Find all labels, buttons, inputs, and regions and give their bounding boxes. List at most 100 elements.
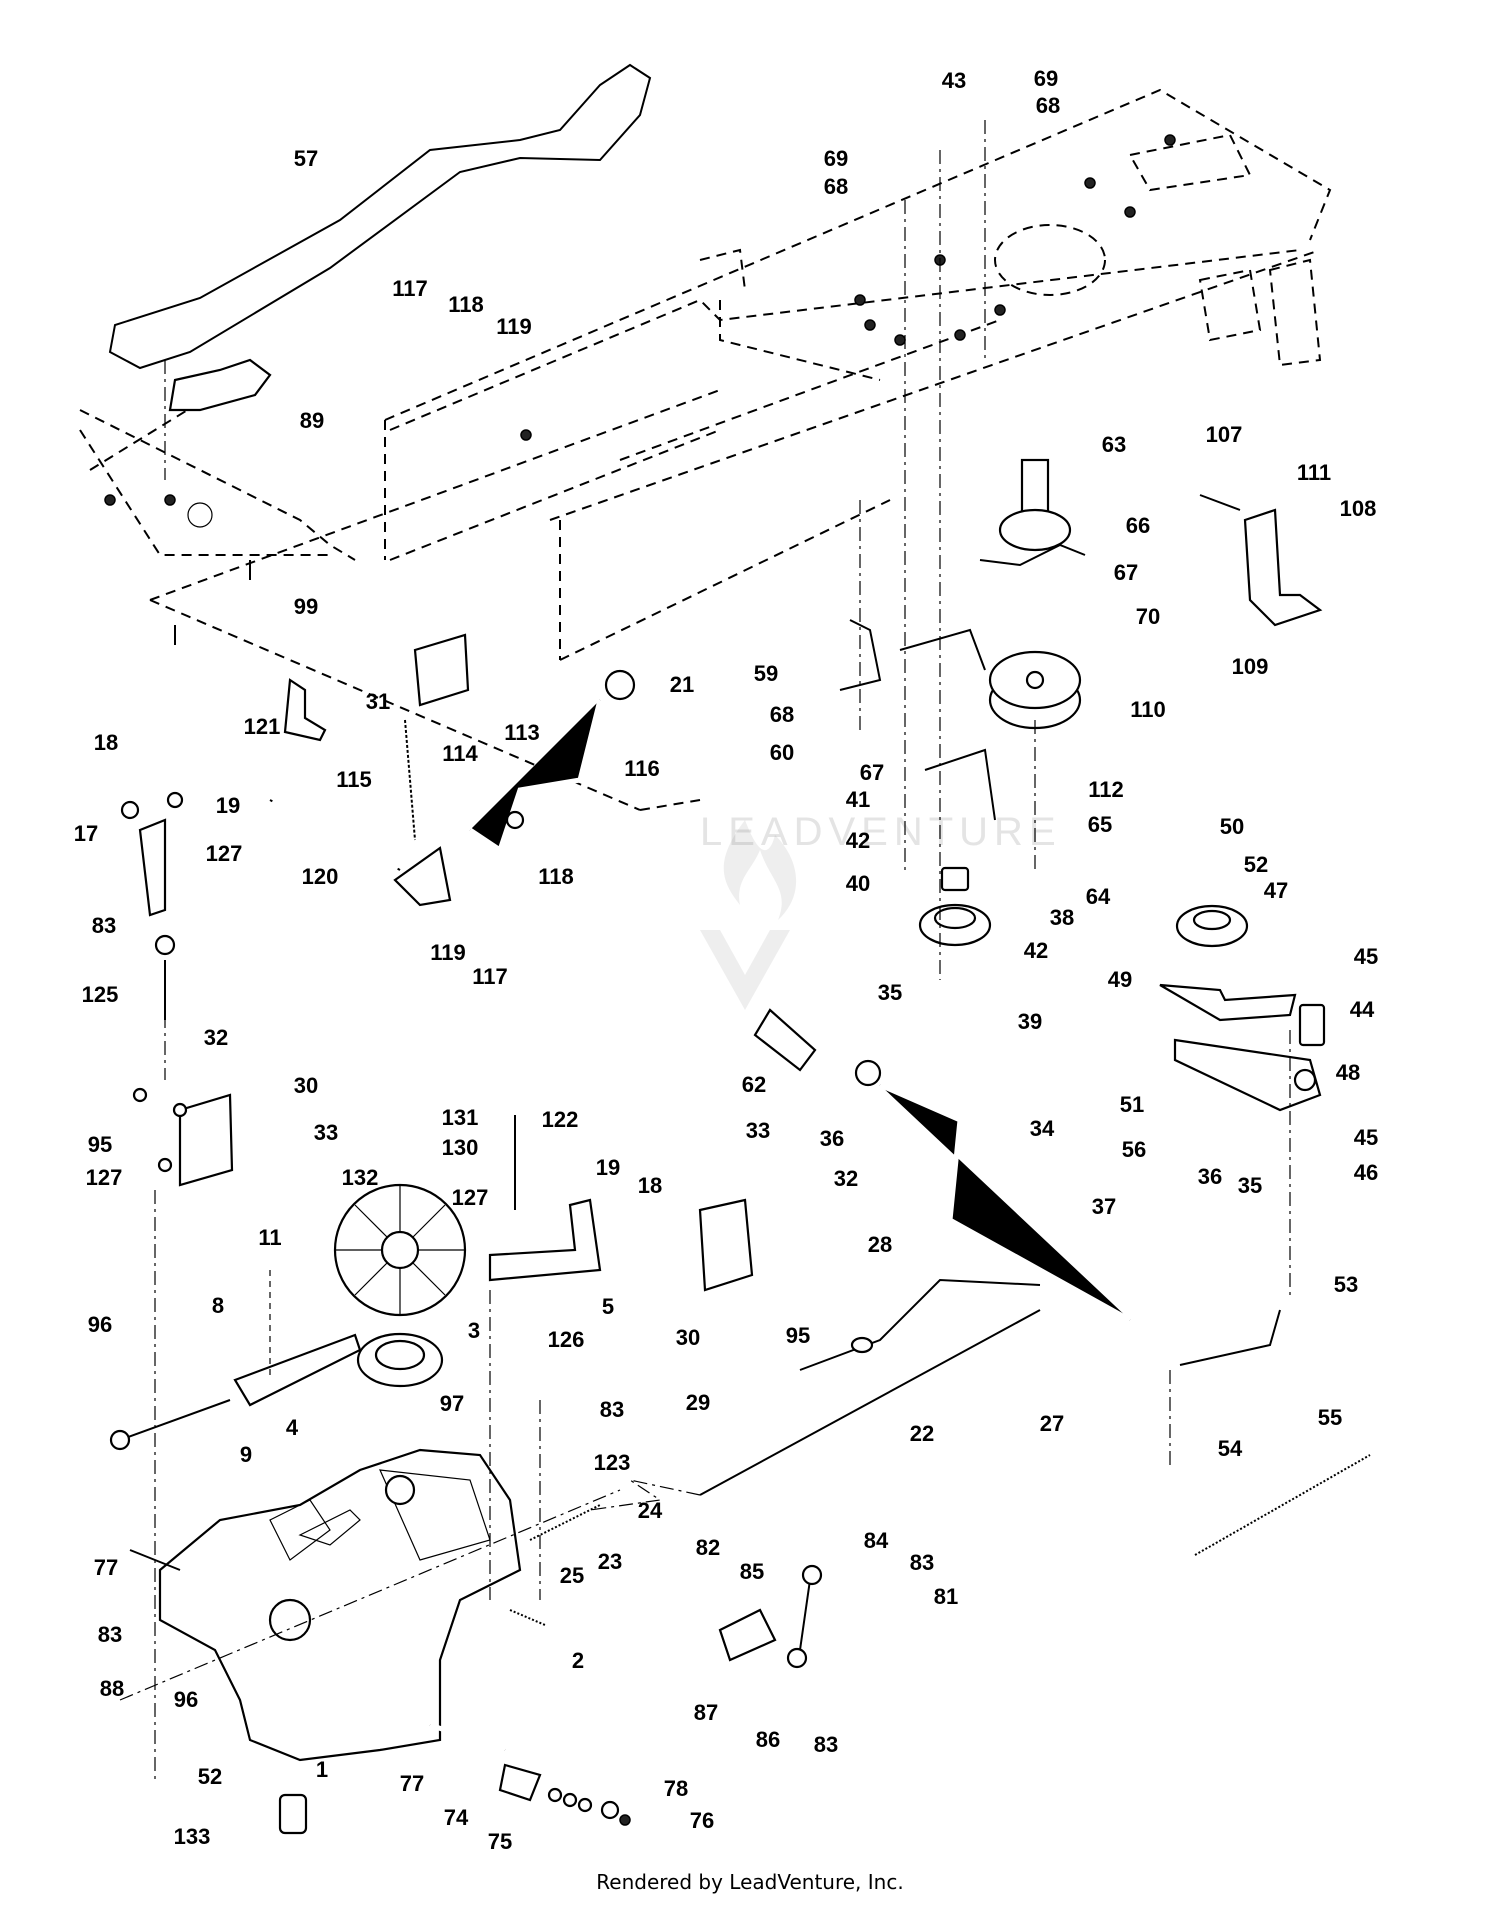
callout-75: 75 bbox=[488, 1829, 512, 1854]
pulley-47 bbox=[1175, 904, 1249, 948]
callout-118: 118 bbox=[448, 292, 484, 317]
callout-57: 57 bbox=[294, 146, 318, 171]
callout-42: 42 bbox=[1024, 938, 1048, 963]
callout-68: 68 bbox=[770, 702, 794, 727]
frame-hardware bbox=[104, 134, 1176, 528]
belt-guide bbox=[168, 358, 272, 412]
callout-132: 132 bbox=[342, 1165, 379, 1190]
callout-70: 70 bbox=[1136, 604, 1160, 629]
callout-64: 64 bbox=[1086, 884, 1111, 909]
callout-19: 19 bbox=[216, 793, 240, 818]
callout-22: 22 bbox=[910, 1421, 934, 1446]
callout-62: 62 bbox=[742, 1072, 766, 1097]
callout-67: 67 bbox=[860, 760, 884, 785]
callout-30: 30 bbox=[676, 1325, 700, 1350]
callout-31: 31 bbox=[366, 689, 390, 714]
callout-37: 37 bbox=[1092, 1194, 1116, 1219]
callout-109: 109 bbox=[1232, 654, 1269, 679]
callout-44: 44 bbox=[1350, 997, 1375, 1022]
callout-42: 42 bbox=[846, 828, 870, 853]
transaxle bbox=[129, 1448, 522, 1762]
pto-clutch bbox=[988, 650, 1082, 730]
callout-99: 99 bbox=[294, 594, 318, 619]
callout-50: 50 bbox=[1220, 814, 1244, 839]
callout-112: 112 bbox=[1088, 777, 1124, 802]
callout-133: 133 bbox=[174, 1824, 211, 1849]
callout-60: 60 bbox=[770, 740, 794, 765]
callout-85: 85 bbox=[740, 1559, 764, 1584]
callout-5: 5 bbox=[602, 1294, 614, 1319]
callout-78: 78 bbox=[664, 1776, 688, 1801]
callout-40: 40 bbox=[846, 871, 870, 896]
callout-68: 68 bbox=[1036, 93, 1060, 118]
callout-55: 55 bbox=[1318, 1405, 1342, 1430]
bracket-109 bbox=[1199, 494, 1323, 627]
callout-88: 88 bbox=[100, 1676, 124, 1701]
callout-36: 36 bbox=[1198, 1164, 1222, 1189]
callout-76: 76 bbox=[690, 1808, 714, 1833]
callout-54: 54 bbox=[1218, 1436, 1243, 1461]
callout-35: 35 bbox=[878, 980, 902, 1005]
callout-4: 4 bbox=[286, 1415, 299, 1440]
callout-95: 95 bbox=[786, 1323, 810, 1348]
callout-46: 46 bbox=[1354, 1160, 1378, 1185]
callout-24: 24 bbox=[638, 1498, 663, 1523]
bracket-49 bbox=[1159, 983, 1297, 1022]
callout-1: 1 bbox=[316, 1757, 328, 1782]
callout-66: 66 bbox=[1126, 513, 1150, 538]
callout-83: 83 bbox=[814, 1732, 838, 1757]
callout-11: 11 bbox=[258, 1225, 281, 1250]
callout-83: 83 bbox=[910, 1550, 934, 1575]
callout-69: 69 bbox=[824, 146, 848, 171]
callout-29: 29 bbox=[686, 1390, 710, 1415]
callout-18: 18 bbox=[94, 730, 118, 755]
callout-28: 28 bbox=[868, 1232, 892, 1257]
callout-18: 18 bbox=[638, 1173, 662, 1198]
callout-97: 97 bbox=[440, 1391, 464, 1416]
callout-86: 86 bbox=[756, 1727, 780, 1752]
cooling-fan bbox=[333, 1183, 467, 1317]
callout-126: 126 bbox=[548, 1327, 585, 1352]
callout-45: 45 bbox=[1354, 1125, 1378, 1150]
rod-53 bbox=[1179, 1309, 1281, 1366]
callout-59: 59 bbox=[754, 661, 778, 686]
callout-82: 82 bbox=[696, 1535, 720, 1560]
callout-107: 107 bbox=[1206, 422, 1243, 447]
bracket-85 bbox=[718, 1564, 823, 1669]
callout-33: 33 bbox=[314, 1120, 338, 1145]
callout-38: 38 bbox=[1050, 905, 1074, 930]
callout-113: 113 bbox=[504, 720, 540, 745]
callout-45: 45 bbox=[1354, 944, 1378, 969]
callout-131: 131 bbox=[442, 1105, 479, 1130]
callout-33: 33 bbox=[746, 1118, 770, 1143]
callout-119: 119 bbox=[430, 940, 466, 965]
pulley-3 bbox=[356, 1332, 444, 1388]
callout-67: 67 bbox=[1114, 560, 1138, 585]
bracket-31 bbox=[413, 633, 470, 707]
callout-81: 81 bbox=[934, 1584, 958, 1609]
bent-rods bbox=[839, 543, 1086, 821]
callout-69: 69 bbox=[1034, 66, 1058, 91]
callout-30: 30 bbox=[294, 1073, 318, 1098]
callout-87: 87 bbox=[694, 1700, 718, 1725]
pulley-38 bbox=[918, 866, 992, 947]
callout-89: 89 bbox=[300, 408, 324, 433]
callout-83: 83 bbox=[92, 913, 116, 938]
callout-95: 95 bbox=[88, 1132, 112, 1157]
callout-52: 52 bbox=[1244, 852, 1268, 877]
callout-110: 110 bbox=[1130, 697, 1166, 722]
callout-25: 25 bbox=[560, 1563, 584, 1588]
watermark-text: LEADVENTURE bbox=[700, 810, 1062, 854]
spacer-133 bbox=[278, 1793, 308, 1835]
callout-51: 51 bbox=[1120, 1092, 1144, 1117]
callout-27: 27 bbox=[1040, 1411, 1064, 1436]
callout-117: 117 bbox=[472, 964, 508, 989]
callout-130: 130 bbox=[442, 1135, 479, 1160]
callout-63: 63 bbox=[1102, 432, 1126, 457]
bracket-121 bbox=[283, 678, 327, 742]
bracket-17 bbox=[120, 791, 184, 1020]
callout-111: 111 bbox=[1297, 460, 1331, 485]
callout-43: 43 bbox=[942, 68, 966, 93]
callout-32: 32 bbox=[834, 1166, 858, 1191]
